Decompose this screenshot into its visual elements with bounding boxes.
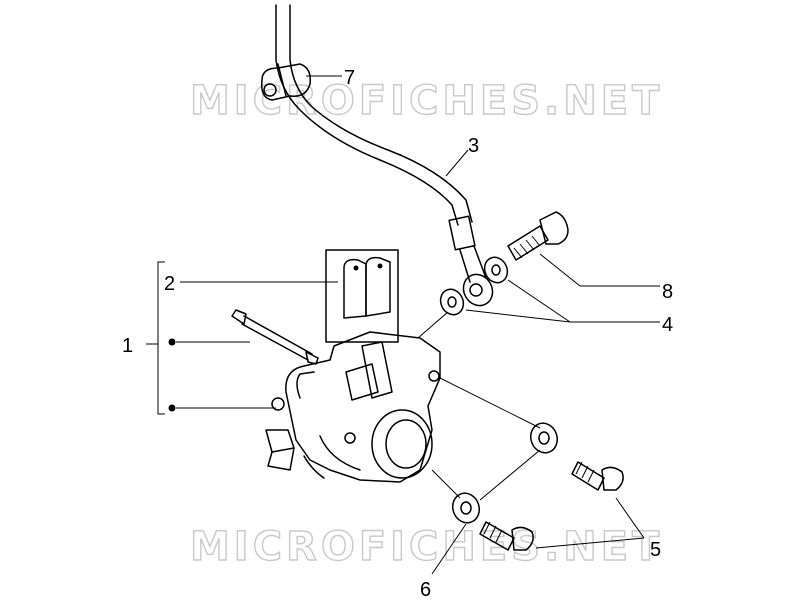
- callout-4: 4: [662, 314, 673, 336]
- brake-caliper: [265, 331, 441, 483]
- brake-pads: [325, 249, 399, 343]
- leader-lines: [180, 75, 660, 575]
- watermark-bottom: MICROFICHES.NET: [190, 524, 663, 570]
- alignment-lines: [417, 311, 541, 501]
- banjo-bolt: [507, 211, 569, 261]
- callout-8: 8: [662, 281, 673, 303]
- callout-1: 1: [122, 335, 133, 357]
- slide-pin: [231, 309, 319, 365]
- hose-clip: [260, 63, 312, 101]
- mounting-washers: [452, 422, 558, 524]
- brake-hose: [275, 4, 494, 307]
- callout-3: 3: [468, 135, 479, 157]
- callout-2: 2: [164, 273, 175, 295]
- callout-6: 6: [420, 579, 431, 600]
- callout-7: 7: [344, 67, 355, 89]
- mounting-bolts: [479, 461, 624, 551]
- copper-washers: [439, 256, 509, 316]
- callout-5: 5: [650, 539, 661, 561]
- bracket-part-1: [146, 261, 276, 415]
